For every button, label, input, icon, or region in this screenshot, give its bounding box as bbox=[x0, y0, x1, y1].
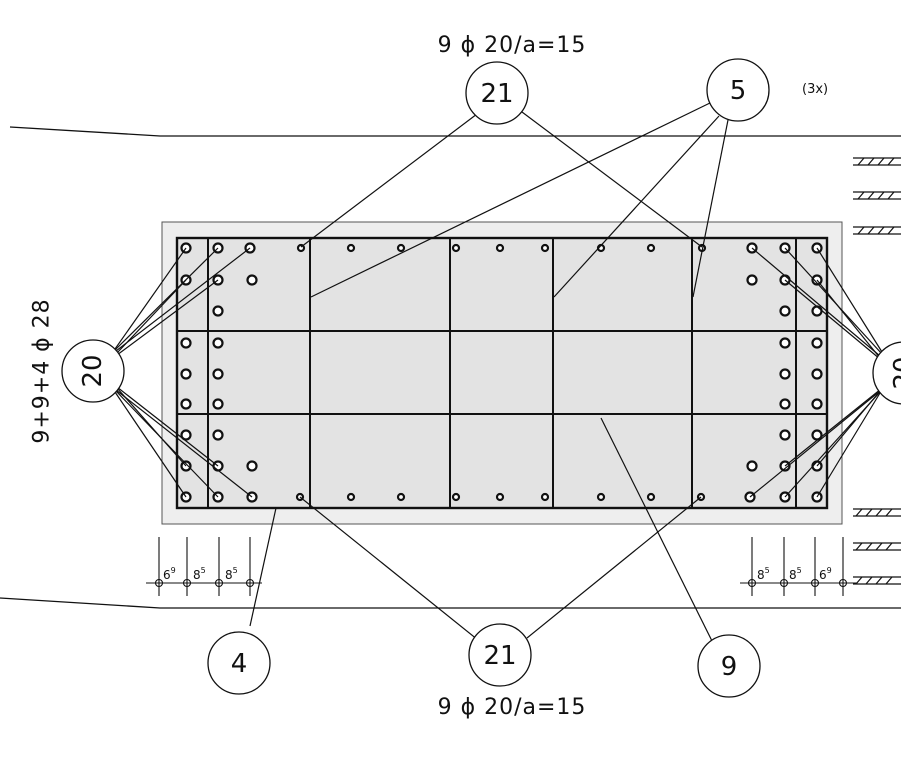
hatch-mark-1 bbox=[853, 157, 901, 166]
bottom-bar-label: 9 ϕ 20/a=15 bbox=[438, 695, 587, 720]
rebar-circles bbox=[180, 242, 823, 503]
rebar-bar bbox=[746, 460, 758, 472]
bubble-9-label: 9 bbox=[721, 652, 738, 682]
bubble-20-left-label: 20 bbox=[78, 354, 108, 387]
rebar-bar bbox=[346, 492, 356, 502]
concrete-core bbox=[175, 236, 829, 510]
top-bar-label: 9 ϕ 20/a=15 bbox=[438, 33, 587, 58]
rebar-bar bbox=[212, 398, 224, 410]
rebar-bar bbox=[180, 429, 192, 441]
slab-outline bbox=[0, 126, 901, 609]
hatch-mark-4 bbox=[853, 508, 901, 517]
bubble-4-label: 4 bbox=[231, 649, 248, 679]
rebar-bar bbox=[396, 243, 406, 253]
dim-right-1: 85 bbox=[757, 566, 770, 582]
rebar-bar bbox=[212, 305, 224, 317]
rebar-bar bbox=[346, 243, 356, 253]
bubble-21-bottom: 21 bbox=[468, 623, 532, 687]
rebar-bar bbox=[246, 460, 258, 472]
hatch-mark-6 bbox=[853, 576, 901, 585]
bubble-20-right-label: 20 bbox=[889, 356, 901, 389]
leader-lines bbox=[114, 101, 883, 642]
rebar-bar bbox=[495, 492, 505, 502]
dim-left-2: 85 bbox=[193, 566, 206, 582]
rebar-bar bbox=[779, 305, 791, 317]
rebar-bar bbox=[540, 243, 550, 253]
rebar-bar bbox=[811, 305, 823, 317]
bubble-5-top: 5 bbox=[706, 58, 770, 122]
dimension-chain-right bbox=[740, 537, 857, 596]
rebar-bar bbox=[180, 368, 192, 380]
bubble-20-right: 20 bbox=[872, 341, 901, 405]
dimension-chain-left bbox=[146, 537, 262, 596]
rebar-bar bbox=[779, 398, 791, 410]
dim-left-1: 69 bbox=[163, 566, 176, 582]
rebar-bar bbox=[451, 492, 461, 502]
hatch-mark-2 bbox=[853, 191, 901, 200]
bubble-21-bottom-label: 21 bbox=[483, 641, 516, 671]
rebar-bar bbox=[779, 337, 791, 349]
hatch-mark-5 bbox=[853, 542, 901, 551]
rebar-bar bbox=[646, 243, 656, 253]
dim-right-2: 85 bbox=[789, 566, 802, 582]
rebar-bar bbox=[396, 492, 406, 502]
dimension-labels-left: 69 85 85 bbox=[163, 566, 238, 582]
bubble-21-top-label: 21 bbox=[480, 79, 513, 109]
rebar-bar bbox=[779, 368, 791, 380]
rebar-bar bbox=[811, 429, 823, 441]
rebar-bar bbox=[811, 398, 823, 410]
rebar-bar bbox=[646, 492, 656, 502]
rebar-bar bbox=[451, 243, 461, 253]
hatch-mark-3 bbox=[853, 226, 901, 235]
multiplier-note: (3x) bbox=[802, 82, 828, 97]
rebar-bar bbox=[540, 492, 550, 502]
bubble-5-top-label: 5 bbox=[730, 76, 747, 106]
hatch-marks bbox=[853, 157, 901, 585]
rebar-bar bbox=[212, 368, 224, 380]
rebar-bar bbox=[246, 274, 258, 286]
bubble-21-top: 21 bbox=[465, 61, 529, 125]
rebar-bar bbox=[212, 429, 224, 441]
bubble-9: 9 bbox=[697, 634, 761, 698]
rebar-bar bbox=[746, 274, 758, 286]
rebar-bar bbox=[811, 368, 823, 380]
rebar-bar bbox=[811, 337, 823, 349]
rebar-bar bbox=[779, 429, 791, 441]
side-bar-label: 9+9+4 ϕ 28 bbox=[30, 298, 55, 443]
bubble-20-left: 20 bbox=[61, 339, 125, 403]
dimension-labels-right: 85 85 69 bbox=[757, 566, 832, 582]
rebar-bar bbox=[180, 398, 192, 410]
rebar-bar bbox=[212, 337, 224, 349]
rebar-bar bbox=[180, 337, 192, 349]
bubble-4: 4 bbox=[207, 631, 271, 695]
dim-left-3: 85 bbox=[225, 566, 238, 582]
dim-right-3: 69 bbox=[819, 566, 832, 582]
rebar-bar bbox=[495, 243, 505, 253]
rebar-bar bbox=[596, 492, 606, 502]
